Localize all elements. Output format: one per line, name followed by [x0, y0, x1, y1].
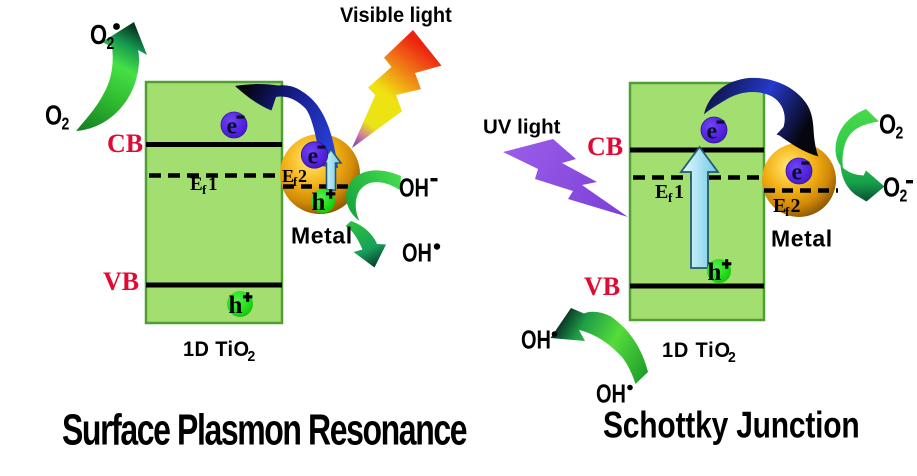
svg-text:E: E [773, 195, 786, 217]
svg-text:1: 1 [208, 174, 218, 195]
svg-text:1: 1 [674, 181, 684, 203]
svg-text:CB: CB [107, 129, 143, 158]
svg-text:O: O [883, 172, 900, 203]
svg-text:2: 2 [791, 195, 801, 217]
svg-text:Metal: Metal [771, 226, 833, 252]
svg-text:f: f [293, 175, 298, 189]
svg-text:2: 2 [728, 349, 736, 366]
svg-text:O: O [90, 20, 107, 51]
svg-text:OH: OH [596, 379, 626, 408]
svg-text:E: E [655, 181, 668, 203]
svg-text:+: + [326, 186, 335, 203]
svg-text:2: 2 [107, 34, 115, 53]
svg-text:UV light: UV light [483, 116, 561, 139]
svg-text:f: f [785, 204, 790, 219]
svg-text:VB: VB [103, 267, 139, 296]
svg-text:f: f [202, 182, 207, 197]
svg-text:e: e [227, 114, 238, 140]
svg-text:OH: OH [402, 238, 432, 267]
svg-text:2: 2 [62, 115, 70, 134]
svg-text:Visible light: Visible light [340, 3, 452, 27]
svg-text:+: + [722, 256, 731, 273]
svg-text:E: E [190, 174, 203, 195]
svg-text:Surface Plasmon Resonance: Surface Plasmon Resonance [62, 407, 467, 455]
svg-text:h: h [708, 259, 722, 286]
svg-text:2: 2 [900, 187, 908, 206]
svg-text:2: 2 [896, 124, 904, 143]
svg-text:h: h [312, 189, 326, 216]
svg-text:VB: VB [584, 272, 620, 301]
svg-text:E: E [282, 166, 294, 186]
svg-text:O: O [45, 100, 62, 131]
svg-text:Metal: Metal [291, 223, 353, 249]
svg-text:1D TiO: 1D TiO [183, 337, 249, 361]
svg-text:h: h [229, 292, 243, 319]
svg-text:OH: OH [399, 173, 429, 202]
svg-text:CB: CB [587, 132, 623, 161]
svg-text:e: e [707, 119, 718, 145]
svg-text:1D TiO: 1D TiO [662, 338, 731, 362]
svg-text:e: e [308, 144, 319, 170]
svg-text:OH: OH [521, 325, 551, 354]
svg-text:O: O [879, 109, 896, 140]
svg-text:+: + [243, 289, 252, 306]
svg-text:Schottky Junction: Schottky Junction [603, 406, 860, 446]
svg-text:e: e [792, 160, 803, 186]
svg-text:2: 2 [298, 166, 307, 186]
svg-text:f: f [668, 190, 673, 205]
svg-text:2: 2 [248, 348, 256, 365]
